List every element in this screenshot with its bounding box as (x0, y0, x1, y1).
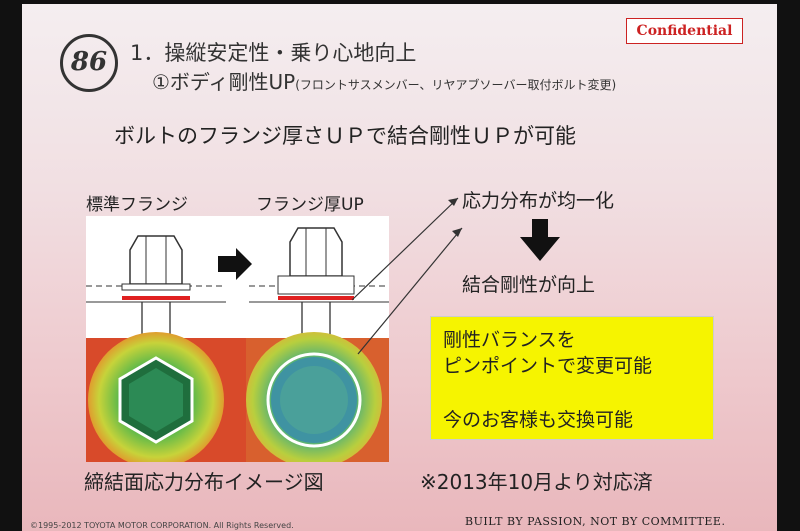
highlight-line-2: ピンポイントで変更可能 (443, 355, 653, 377)
stress-map-standard (86, 332, 246, 462)
copyright-text: ©1995-2012 TOYOTA MOTOR CORPORATION. All… (30, 521, 294, 530)
subtitle-main: ①ボディ剛性UP (152, 70, 296, 94)
label-standard-flange: 標準フランジ (86, 195, 188, 215)
slogan-text: BUILT BY PASSION, NOT BY COMMITTEE. (465, 515, 726, 528)
confidential-badge: Confidential (626, 18, 743, 44)
arrow-down-icon (520, 219, 560, 261)
thick-flange-bolt-drawing (249, 227, 389, 336)
subtitle-note: (フロントサスメンバー、リヤアブソーバー取付ボルト変更) (295, 78, 617, 92)
slide-title: 1．操縦安定性・乗り心地向上 (130, 41, 417, 65)
presentation-slide: 86 Confidential 1．操縦安定性・乗り心地向上 ①ボディ剛性UP(… (22, 4, 777, 531)
arrow-right-icon (218, 248, 252, 280)
highlight-line-1: 剛性バランスを (443, 329, 576, 351)
effect-rigidity-up: 結合剛性が向上 (462, 274, 596, 296)
flange-comparison-diagram (86, 216, 389, 462)
effect-stress-uniform: 応力分布が均一化 (462, 190, 615, 212)
availability-note: ※2013年10月より対応済 (420, 470, 653, 494)
brand-86-logo: 86 (60, 34, 118, 92)
stress-map-thick (246, 332, 389, 462)
label-thick-flange: フランジ厚UP (256, 195, 364, 215)
highlight-line-3: 今のお客様も交換可能 (443, 409, 634, 431)
headline: ボルトのフランジ厚さＵＰで結合剛性ＵＰが可能 (114, 124, 576, 148)
highlight-box: 剛性バランスを ピンポイントで変更可能 今のお客様も交換可能 (430, 316, 714, 440)
slide-subtitle: ①ボディ剛性UP(フロントサスメンバー、リヤアブソーバー取付ボルト変更) (152, 66, 616, 95)
standard-bolt-drawing (86, 235, 226, 336)
diagram-caption: 締結面応力分布イメージ図 (84, 470, 324, 494)
